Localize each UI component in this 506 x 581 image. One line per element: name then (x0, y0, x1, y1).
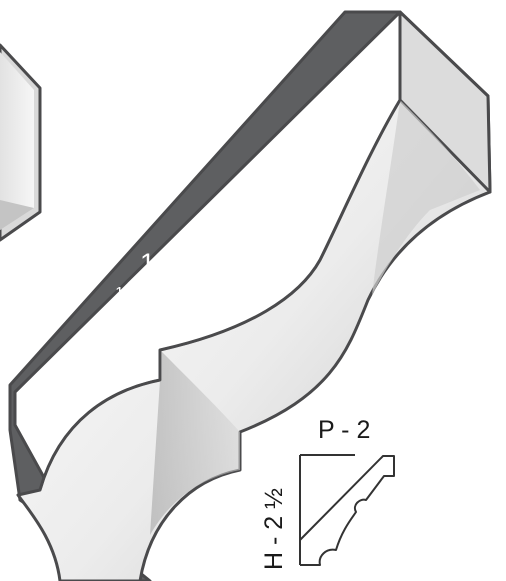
projection-label: P - 2 (318, 416, 370, 444)
size-label: ½ x 3 ³⁄₁₆ (116, 282, 207, 308)
profile-outline (299, 454, 395, 566)
main-molding-piece (8, 10, 492, 581)
left-molding-piece (0, 43, 42, 242)
profile-diagram: P - 2 H - 2 ½ (260, 416, 395, 570)
model-label: 1312 C2 (140, 248, 242, 278)
height-label: H - 2 ½ (260, 488, 288, 570)
